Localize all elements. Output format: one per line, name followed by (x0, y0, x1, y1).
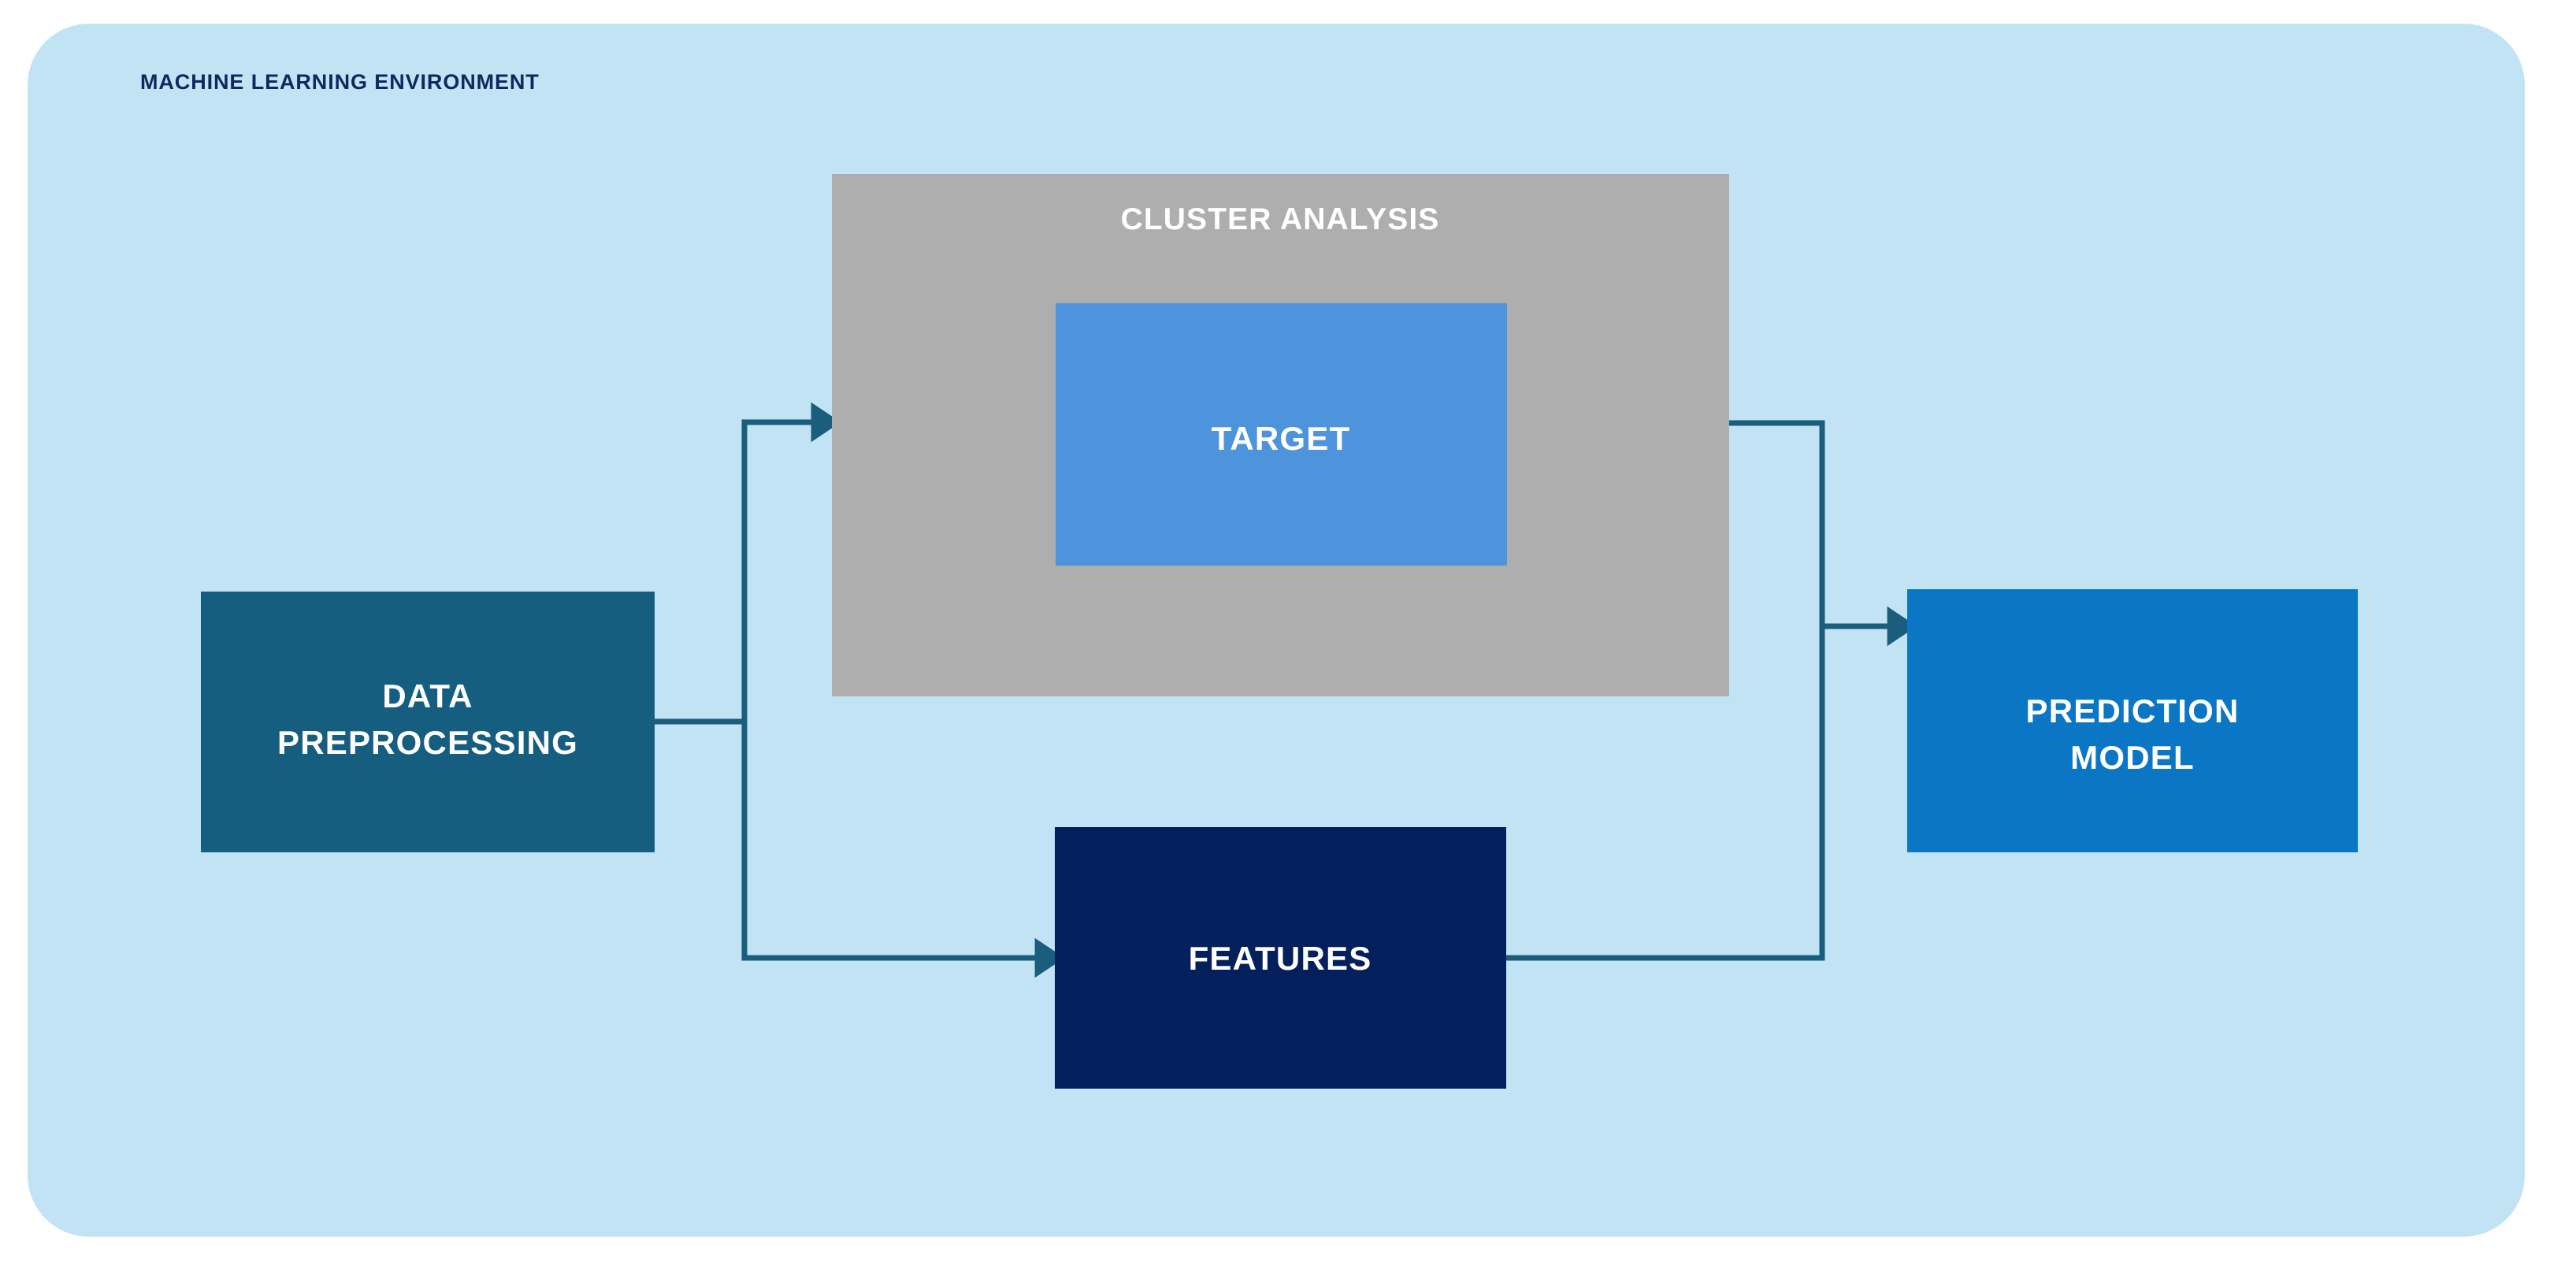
cluster-analysis-label: CLUSTER ANALYSIS (1121, 202, 1440, 236)
features-label: FEATURES (1189, 940, 1372, 977)
node-data-preprocessing[interactable]: DATA PREPROCESSING (201, 592, 655, 852)
features-box[interactable] (1055, 827, 1506, 1089)
environment-title: MACHINE LEARNING ENVIRONMENT (140, 70, 540, 94)
prediction-model-box[interactable] (1907, 589, 2358, 852)
prediction-model-label-line1: PREDICTION (2025, 692, 2239, 729)
data-preprocessing-box[interactable] (201, 592, 655, 852)
connector-features-to-merge (1506, 626, 1825, 961)
target-label: TARGET (1212, 420, 1351, 457)
node-target[interactable]: TARGET (1056, 303, 1507, 566)
data-preprocessing-label-line1: DATA (382, 677, 473, 714)
data-preprocessing-label-line2: PREPROCESSING (277, 724, 578, 761)
prediction-model-label-line2: MODEL (2070, 739, 2195, 776)
connector-cluster-analysis-to-merge (1729, 420, 1825, 626)
connector-branch-to-cluster-analysis (741, 402, 841, 722)
node-features[interactable]: FEATURES (1055, 827, 1506, 1089)
node-prediction-model[interactable]: PREDICTION MODEL (1907, 589, 2358, 852)
connector-branch-to-features (741, 722, 1065, 978)
target-box[interactable] (1056, 303, 1507, 566)
